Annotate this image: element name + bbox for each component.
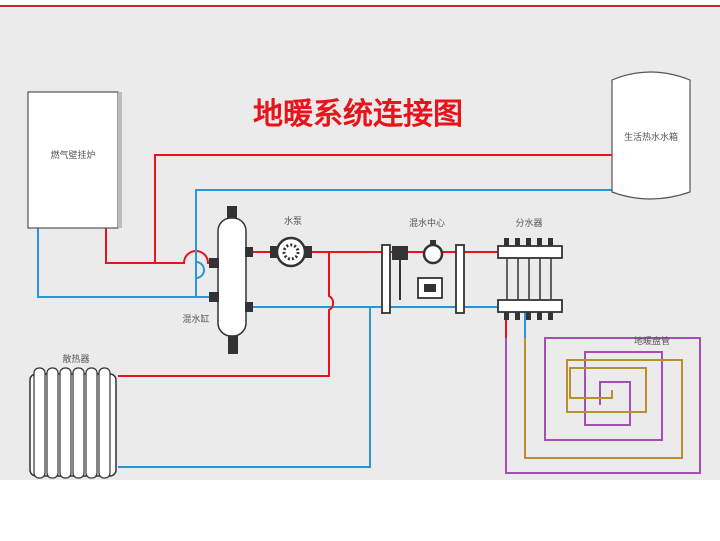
- mixing-tank-top-valve: [227, 206, 237, 218]
- radiator-label: 散热器: [62, 353, 89, 365]
- diagram-title: 地暖系统连接图: [253, 97, 463, 132]
- top-rule: [0, 5, 720, 7]
- boiler-supply-pipe: [105, 228, 216, 264]
- pump-impeller: [282, 243, 300, 261]
- mixing-center: 混水中心: [381, 217, 465, 314]
- pump-label: 水泵: [284, 215, 302, 227]
- radiator-return-pipe: [118, 307, 371, 468]
- tank-body: [611, 71, 691, 200]
- mixing-tank-drain: [228, 336, 238, 354]
- floor-heating-coil: [505, 337, 701, 474]
- mixing-tank-port: [209, 258, 219, 268]
- coil-outer-loop: [505, 337, 701, 474]
- manifold-return-bar: [497, 299, 563, 313]
- mixing-center-right-bar: [455, 244, 465, 314]
- boiler-body: [27, 91, 119, 229]
- mixing-tank-port: [209, 292, 219, 302]
- tank-supply-pipe: [154, 154, 612, 263]
- return-crossing-arc: [195, 248, 205, 296]
- pump-icon: [275, 236, 307, 268]
- mixing-center-display: [424, 284, 436, 292]
- floor-coil-label: 地暖盘管: [634, 335, 670, 347]
- mixing-center-left-bar: [381, 244, 391, 314]
- manifold: 分水器: [497, 217, 563, 320]
- hot-water-tank: 生活热水水箱: [611, 71, 691, 200]
- mixing-tank: 混水缸: [182, 206, 253, 354]
- mixing-tank-label: 混水缸: [182, 313, 209, 325]
- boiler-return-pipe: [37, 228, 216, 298]
- radiator: 散热器: [29, 353, 117, 479]
- mixing-center-pump-icon: [422, 243, 444, 265]
- mixing-tank-port: [245, 302, 253, 312]
- tank-label: 生活热水水箱: [624, 131, 678, 143]
- manifold-valves: [504, 238, 553, 320]
- manifold-supply-bar: [497, 245, 563, 259]
- manifold-connectors: [506, 258, 552, 300]
- coil-inner-loop: [524, 338, 683, 459]
- radiator-supply-pipe: [118, 252, 335, 377]
- mixing-center-valve: [392, 246, 408, 260]
- mixing-center-vent: [430, 240, 436, 245]
- boiler-label: 燃气壁挂炉: [50, 149, 95, 161]
- radiator-fins: [33, 367, 111, 479]
- manifold-label: 分水器: [515, 217, 542, 229]
- gas-boiler: 燃气壁挂炉: [27, 91, 122, 229]
- mixing-center-label: 混水中心: [409, 217, 445, 229]
- mixing-tank-port: [245, 247, 253, 257]
- mixing-tank-body: [217, 217, 247, 337]
- pump-flange-left: [270, 246, 278, 258]
- boiler-side: [118, 92, 122, 228]
- pump-flange-right: [304, 246, 312, 258]
- water-pump: 水泵: [270, 215, 312, 268]
